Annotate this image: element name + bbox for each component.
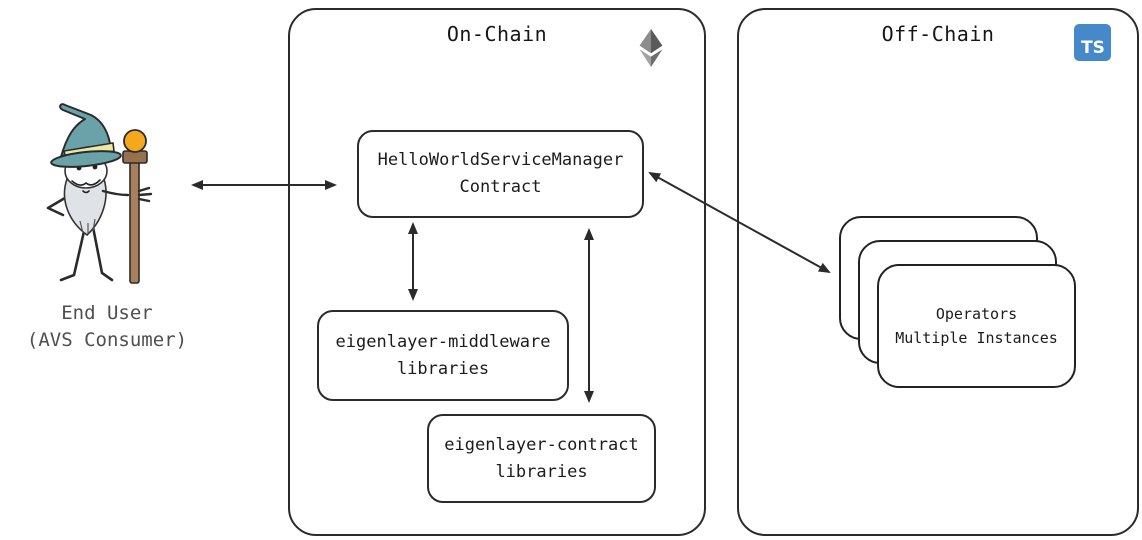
wizard-left-arm [46, 193, 72, 217]
wizard-hat-brim [50, 150, 122, 168]
end-user-label-line2: (AVS Consumer) [26, 329, 188, 351]
off-chain-panel: Off-Chain TS Operators Multiple Instance… [737, 8, 1139, 536]
contracts-label-line1: eigenlayer-contract [444, 434, 639, 455]
wizard-right-arm [101, 186, 153, 203]
operators-label-line2: Multiple Instances [895, 329, 1058, 347]
service-manager-label-line1: HelloWorldServiceManager [377, 150, 624, 170]
contracts-node: eigenlayer-contract libraries [427, 414, 656, 503]
wizard-staff [122, 129, 148, 284]
wizard-illustration [46, 103, 153, 284]
service-manager-node: HelloWorldServiceManager Contract [357, 130, 644, 218]
typescript-icon-label: TS [1081, 38, 1105, 58]
wizard-staff-orb [123, 129, 147, 153]
operators-card-front: Operators Multiple Instances [877, 264, 1076, 388]
contracts-label-line2: libraries [495, 461, 588, 482]
end-user-label: End User (AVS Consumer) [12, 300, 202, 354]
middleware-label-line1: eigenlayer-middleware [335, 331, 551, 352]
on-chain-panel: On-Chain HelloWorldServiceManager Contra… [288, 8, 706, 536]
end-user-label-line1: End User [61, 302, 153, 324]
ethereum-icon [639, 28, 663, 68]
wizard-legs [59, 225, 114, 282]
middleware-label-line2: libraries [396, 358, 490, 379]
service-manager-label-line2: Contract [459, 177, 542, 197]
wizard-beard-strands [79, 218, 96, 234]
operators-label-line1: Operators [935, 305, 1018, 323]
typescript-icon: TS [1074, 24, 1111, 61]
off-chain-title: Off-Chain [881, 22, 995, 46]
on-chain-title: On-Chain [446, 22, 548, 46]
middleware-node: eigenlayer-middleware libraries [317, 310, 569, 401]
